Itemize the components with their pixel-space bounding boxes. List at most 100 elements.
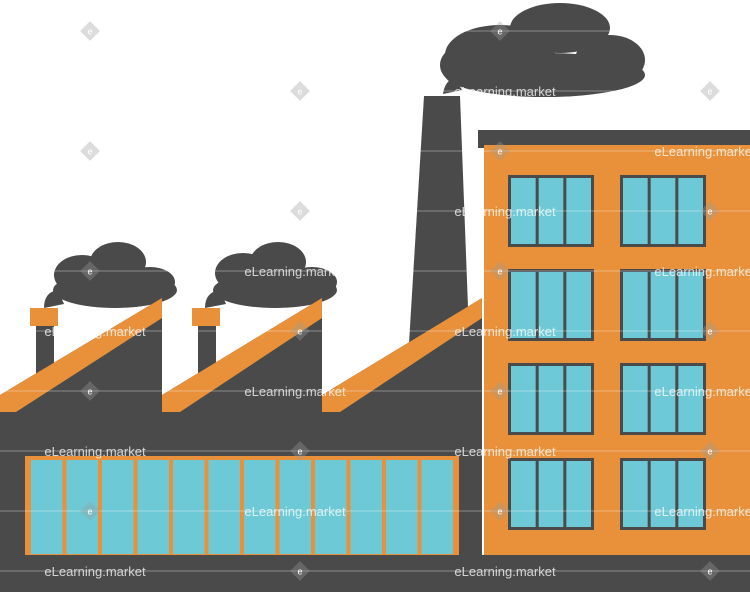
office-block — [478, 130, 750, 555]
watermark-text: eLearning.market — [454, 564, 556, 579]
office-window-pane — [623, 461, 648, 527]
svg-text:e: e — [707, 87, 712, 97]
watermark-text: eLearning.market — [454, 204, 556, 219]
office-windows — [508, 175, 706, 530]
roof-trim-1 — [0, 298, 162, 412]
smoke-cloud-large — [440, 3, 645, 97]
svg-text:e: e — [497, 507, 502, 517]
tall-chimney — [408, 96, 470, 360]
office-window-pane — [566, 178, 591, 244]
office-window — [508, 363, 594, 435]
office-window-pane — [623, 272, 648, 338]
office-window-pane — [566, 461, 591, 527]
svg-text:e: e — [87, 147, 92, 157]
office-window — [508, 175, 594, 247]
hall-window-pane — [386, 460, 418, 554]
watermark-text: eLearning.market — [44, 204, 146, 219]
watermark-badge: e — [80, 21, 100, 41]
watermark-text: eLearning.market — [244, 384, 346, 399]
svg-text:e: e — [87, 27, 92, 37]
svg-text:e: e — [297, 207, 302, 217]
watermark-badge: e — [290, 81, 310, 101]
svg-text:e: e — [497, 267, 502, 277]
office-window-pane — [650, 366, 676, 432]
watermark-text: eLearning.market — [44, 324, 146, 339]
watermark-badge: e — [80, 261, 100, 281]
watermark-badge: e — [80, 141, 100, 161]
office-window-pane — [650, 272, 676, 338]
watermark-text: eLearning.market — [654, 264, 750, 279]
watermark-badge: e — [290, 441, 310, 461]
office-window-pane — [650, 178, 676, 244]
svg-text:e: e — [87, 387, 92, 397]
office-window-pane — [538, 272, 564, 338]
watermark-badge: e — [700, 441, 720, 461]
svg-text:e: e — [87, 507, 92, 517]
svg-text:e: e — [707, 447, 712, 457]
hall-window-pane — [66, 460, 98, 554]
hall-window-pane — [315, 460, 347, 554]
watermark-text: eLearning.market — [244, 144, 346, 159]
office-window — [620, 175, 706, 247]
office-window — [508, 458, 594, 530]
office-window — [508, 269, 594, 341]
svg-text:e: e — [297, 447, 302, 457]
office-window-pane — [566, 272, 591, 338]
office-window-pane — [623, 178, 648, 244]
watermark-badge: e — [490, 381, 510, 401]
svg-text:e: e — [297, 567, 302, 577]
ground — [0, 555, 750, 592]
office-window-pane — [538, 178, 564, 244]
watermark-badge: e — [700, 561, 720, 581]
office-window-pane — [511, 461, 536, 527]
smoke-cloud-left — [53, 242, 177, 308]
hall-window-pane — [350, 460, 382, 554]
watermark-badge: e — [490, 21, 510, 41]
watermark-text: eLearning.market — [654, 504, 750, 519]
watermark-text: eLearning.market — [244, 504, 346, 519]
hall-window-pane — [173, 460, 205, 554]
office-window-pane — [678, 178, 703, 244]
office-window-pane — [678, 366, 703, 432]
watermark-text: eLearning.market — [454, 324, 556, 339]
watermark-text: eLearning.market — [244, 264, 346, 279]
office-window-pane — [623, 366, 648, 432]
watermark-badge: e — [490, 141, 510, 161]
svg-text:e: e — [707, 327, 712, 337]
hall-window-pane — [244, 460, 276, 554]
hall-window-pane — [279, 460, 311, 554]
office-window-pane — [511, 366, 536, 432]
hall-window — [25, 456, 459, 558]
watermark-badge: e — [490, 261, 510, 281]
hall-window-pane — [421, 460, 453, 554]
svg-text:e: e — [87, 267, 92, 277]
office-window-pane — [678, 272, 703, 338]
watermark-text: eLearning.market — [654, 24, 750, 39]
svg-text:e: e — [707, 207, 712, 217]
svg-text:e: e — [297, 327, 302, 337]
office-window-pane — [538, 366, 564, 432]
watermark-text: eLearning.market — [654, 384, 750, 399]
roof-trim-3 — [322, 298, 482, 412]
watermark-text: eLearning.market — [454, 84, 556, 99]
office-window-pane — [650, 461, 676, 527]
watermark-badge: e — [80, 381, 100, 401]
hall-window-panes — [31, 460, 453, 554]
office-window-pane — [511, 178, 536, 244]
svg-text:e: e — [707, 567, 712, 577]
svg-text:e: e — [497, 27, 502, 37]
roof-trim-2 — [162, 298, 322, 412]
office-window-pane — [511, 272, 536, 338]
watermark-text: eLearning.market — [454, 444, 556, 459]
hall-window-pane — [102, 460, 134, 554]
watermark-badge: e — [490, 501, 510, 521]
watermark-badge: e — [290, 321, 310, 341]
watermark-badge: e — [290, 201, 310, 221]
watermark-text: eLearning.market — [244, 24, 346, 39]
watermark-text: eLearning.market — [44, 564, 146, 579]
office-window-pane — [566, 366, 591, 432]
hall-window-pane — [137, 460, 169, 554]
office-window-pane — [678, 461, 703, 527]
watermark-text: eLearning.market — [654, 144, 750, 159]
